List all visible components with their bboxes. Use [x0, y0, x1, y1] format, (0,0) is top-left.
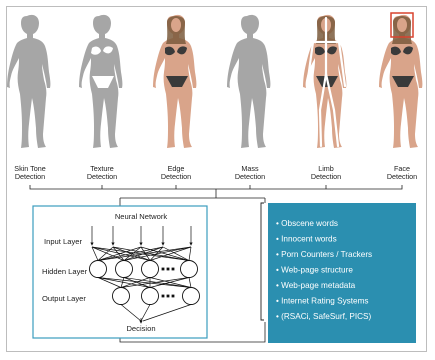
detection-label-line2: Detection: [87, 172, 117, 181]
network-title: Neural Network: [115, 212, 168, 221]
figure-6: [379, 13, 422, 148]
detection-figures: [7, 13, 422, 148]
ellipsis-dot: [172, 268, 175, 271]
detection-label-line2: Detection: [161, 172, 191, 181]
feature-item: • Web-page metadata: [276, 281, 356, 290]
feature-item: • Innocent words: [276, 235, 337, 244]
hidden-node: [142, 261, 159, 278]
figure-1: [7, 15, 50, 148]
detection-label-line2: Detection: [387, 172, 417, 181]
ellipsis-dot: [162, 268, 165, 271]
hidden-node: [181, 261, 198, 278]
face: [171, 18, 181, 32]
input-layer-label: Input Layer: [44, 237, 82, 246]
feature-item: • Obscene words: [276, 219, 338, 228]
detection-labels: Skin ToneDetectionTextureDetectionEdgeDe…: [14, 164, 417, 181]
detection-label-line2: Detection: [15, 172, 45, 181]
hidden-layer-label: Hidden Layer: [42, 267, 88, 276]
body-shape: [227, 15, 270, 148]
ellipsis-dot: [167, 295, 170, 298]
detection-label-line2: Detection: [235, 172, 265, 181]
feature-item: • (RSACi, SafeSurf, PICS): [276, 312, 372, 321]
decision-label: Decision: [126, 324, 155, 333]
figure-3: [153, 15, 196, 148]
figure-2: [79, 15, 122, 148]
ellipsis-dot: [167, 268, 170, 271]
ellipsis-dot: [172, 295, 175, 298]
feature-item: • Porn Counters / Trackers: [276, 250, 372, 259]
output-layer-label: Output Layer: [42, 294, 86, 303]
face: [397, 18, 407, 32]
hidden-node: [116, 261, 133, 278]
detection-label-line2: Detection: [311, 172, 341, 181]
figure-5: [303, 15, 346, 148]
hidden-node: [90, 261, 107, 278]
feature-item: • Internet Rating Systems: [276, 297, 369, 306]
feature-bracket: [261, 203, 264, 320]
feature-item: • Web-page structure: [276, 266, 353, 275]
output-node: [113, 288, 130, 305]
figure-4: [227, 15, 270, 148]
output-node: [142, 288, 159, 305]
ellipsis-dot: [162, 295, 165, 298]
body-shape: [7, 15, 50, 148]
output-node: [183, 288, 200, 305]
